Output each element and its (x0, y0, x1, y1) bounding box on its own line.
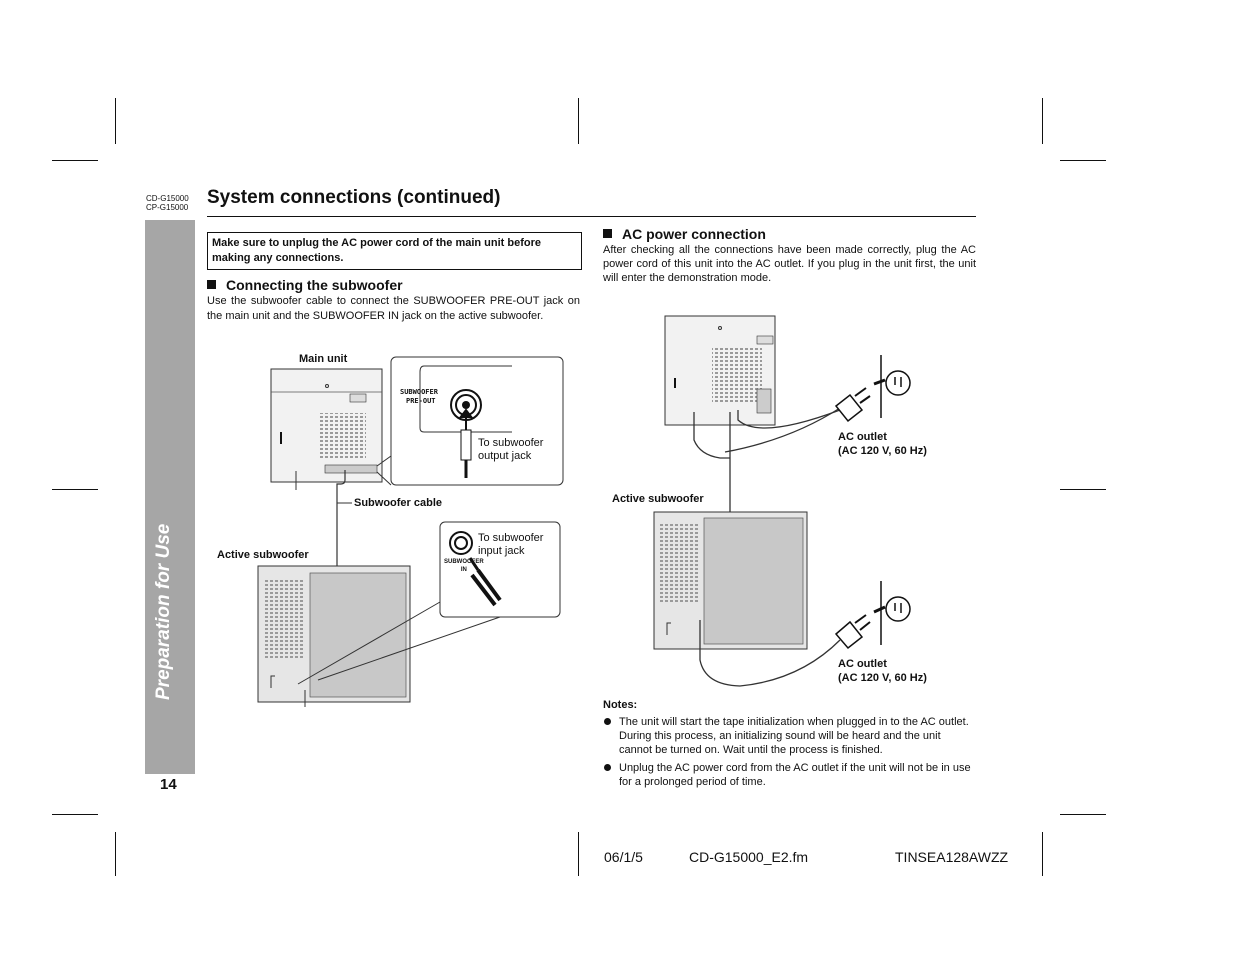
crop-mark (1042, 832, 1043, 876)
ac-active-subwoofer-label: Active subwoofer (612, 493, 704, 505)
bullet-icon (604, 764, 611, 771)
ac-outlet-spec: (AC 120 V, 60 Hz) (838, 672, 927, 684)
input-jack-label: To subwoofer input jack (478, 532, 543, 558)
notes-list: The unit will start the tape initializat… (603, 715, 975, 793)
subwoofer-heading: Connecting the subwoofer (207, 277, 403, 293)
square-bullet-icon (603, 229, 612, 238)
output-jack-label: To subwoofer output jack (478, 437, 543, 463)
square-bullet-icon (207, 280, 216, 289)
page-number: 14 (160, 776, 177, 793)
preout-label-line-2: PRE-OUT (406, 397, 436, 405)
crop-mark (1060, 489, 1106, 490)
ac-power-heading-text: AC power connection (622, 226, 766, 242)
crop-mark (578, 832, 579, 876)
warning-box: Make sure to unplug the AC power cord of… (207, 232, 582, 270)
note-item: The unit will start the tape initializat… (603, 715, 975, 757)
model-line-1: CD-G15000 (146, 194, 189, 203)
subwoofer-heading-text: Connecting the subwoofer (226, 277, 403, 293)
note-text: The unit will start the tape initializat… (619, 716, 969, 756)
note-text: Unplug the AC power cord from the AC out… (619, 762, 971, 788)
crop-mark (578, 98, 579, 144)
preout-label-line-1: SUBWOOFER (400, 388, 438, 396)
input-label-line-1: To subwoofer (478, 532, 544, 544)
page-title: System connections (continued) (207, 187, 501, 208)
output-label-line-1: To subwoofer (478, 437, 544, 449)
note-item: Unplug the AC power cord from the AC out… (603, 761, 975, 789)
notes-title: Notes: (603, 699, 638, 711)
model-line-2: CP-G15000 (146, 203, 189, 212)
ac-outlet-label-1: AC outlet (AC 120 V, 60 Hz) (838, 430, 927, 458)
ac-outlet-title: AC outlet (838, 431, 887, 443)
crop-mark (1042, 98, 1043, 144)
crop-mark (115, 98, 116, 144)
subwoofer-body: Use the subwoofer cable to connect the S… (207, 295, 580, 322)
footer-file: CD-G15000_E2.fm (689, 849, 809, 865)
in-jack-label: SUBWOOFER IN (444, 558, 484, 574)
ac-power-body: After checking all the connections have … (603, 244, 976, 284)
section-sidebar: Preparation for Use (145, 220, 195, 774)
ac-outlet-title: AC outlet (838, 658, 887, 670)
ac-outlet-label-2: AC outlet (AC 120 V, 60 Hz) (838, 657, 927, 685)
crop-mark (1060, 160, 1106, 161)
title-rule (207, 216, 976, 217)
crop-mark (52, 489, 98, 490)
ac-power-heading: AC power connection (603, 226, 766, 242)
crop-mark (52, 814, 98, 815)
crop-mark (1060, 814, 1106, 815)
preout-jack-label: SUBWOOFER PRE-OUT (400, 388, 438, 406)
in-label-line-1: SUBWOOFER (444, 559, 484, 565)
bullet-icon (604, 718, 611, 725)
main-unit-label: Main unit (299, 353, 348, 365)
in-label-line-2: IN (460, 567, 467, 573)
output-label-line-2: output jack (478, 450, 532, 462)
crop-mark (115, 832, 116, 876)
input-label-line-2: input jack (478, 545, 525, 557)
footer-date: 06/1/5 (604, 849, 643, 865)
footer-code: TINSEA128AWZZ (895, 849, 1009, 865)
ac-outlet-spec: (AC 120 V, 60 Hz) (838, 445, 927, 457)
subwoofer-cable-label: Subwoofer cable (354, 497, 443, 509)
model-numbers: CD-G15000 CP-G15000 (146, 194, 189, 212)
active-subwoofer-label: Active subwoofer (217, 549, 309, 561)
crop-mark (52, 160, 98, 161)
